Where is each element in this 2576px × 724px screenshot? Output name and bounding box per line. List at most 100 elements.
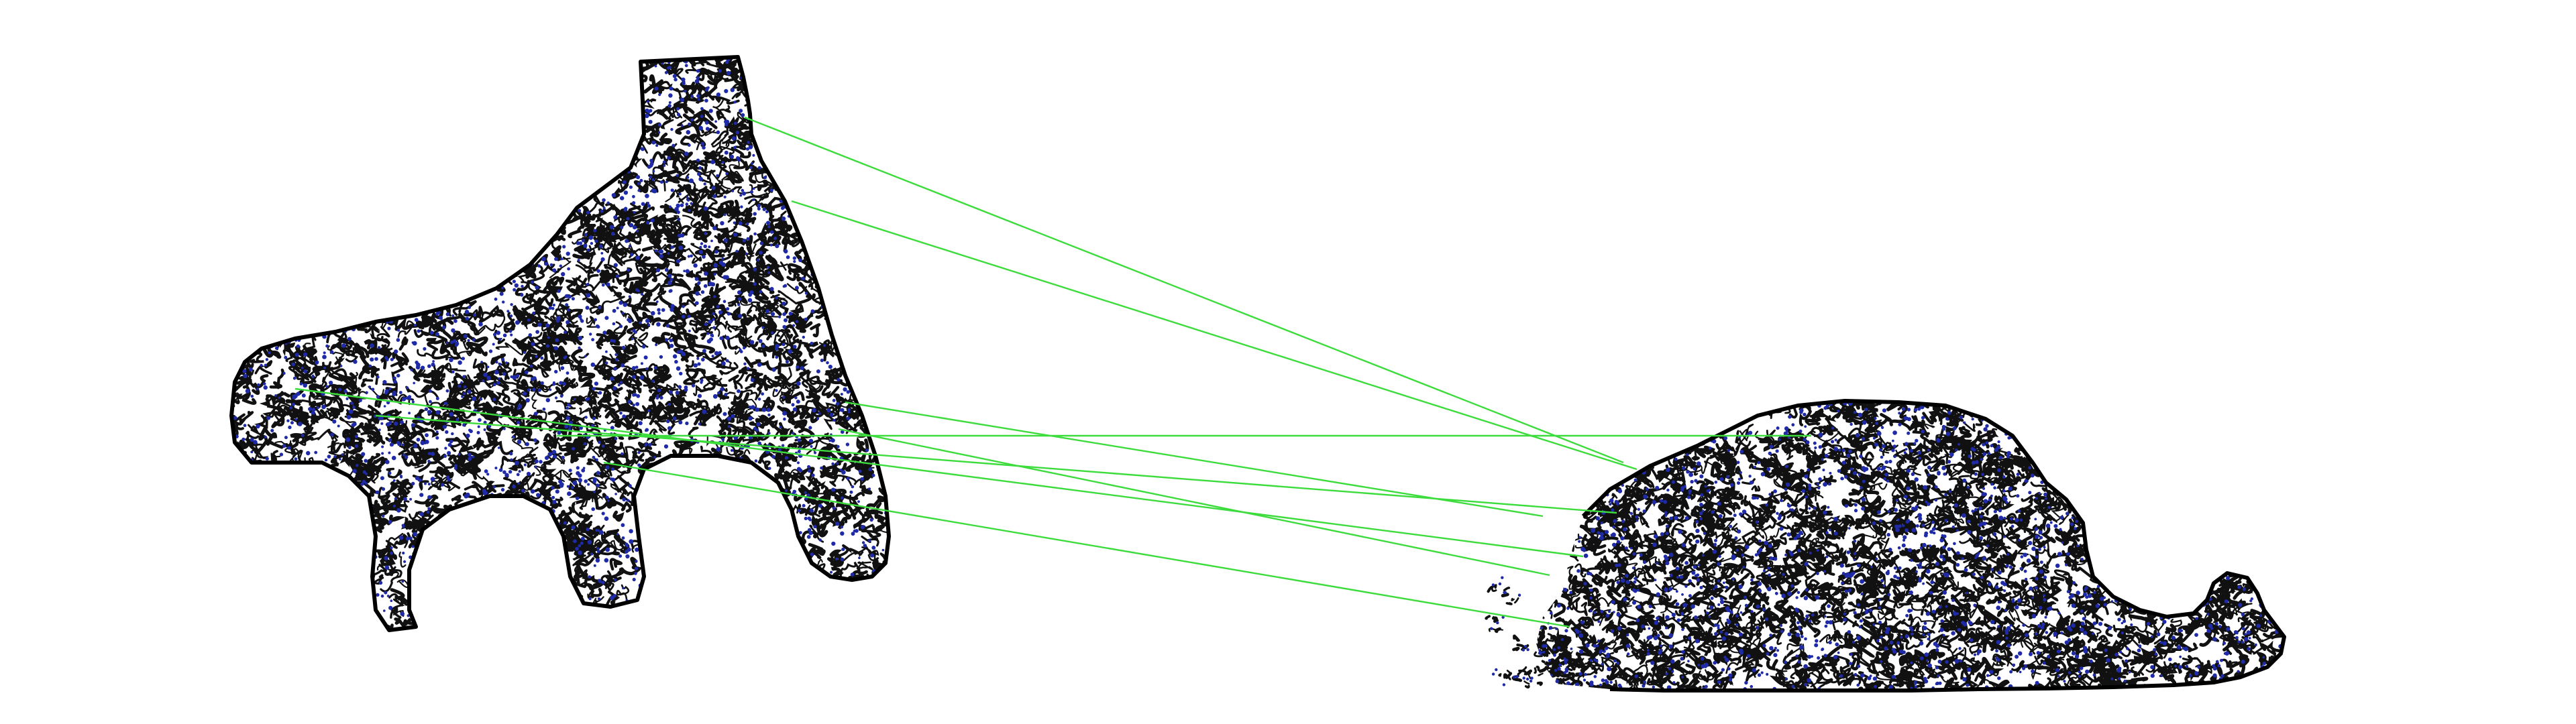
keypoint-dot [1748, 475, 1752, 478]
texture-stroke [1814, 672, 1833, 690]
texture-stroke [2007, 526, 2023, 536]
keypoint-dot [733, 435, 738, 440]
keypoint-dot [1550, 674, 1553, 677]
keypoint-dot [1672, 681, 1676, 684]
texture-stroke [627, 229, 641, 245]
keypoint-dot [291, 362, 295, 367]
keypoint-dot [358, 398, 362, 402]
keypoint-dot [403, 560, 407, 563]
keypoint-dot [566, 485, 570, 488]
keypoint-dot [389, 442, 394, 447]
keypoint-dot [1876, 431, 1882, 436]
keypoint-dot [380, 422, 384, 425]
texture-stroke [2046, 657, 2067, 674]
keypoint-dot [2043, 492, 2047, 497]
texture-stroke [1988, 668, 2004, 677]
texture-stroke [1972, 656, 1999, 674]
texture-stroke [722, 310, 738, 319]
keypoint-dot [1914, 682, 1917, 685]
keypoint-dot [341, 343, 346, 348]
texture-stroke [674, 149, 693, 162]
keypoint-dot [704, 322, 708, 326]
texture-stroke [747, 198, 773, 215]
texture-stroke [347, 441, 362, 456]
keypoint-dot [2024, 479, 2028, 483]
keypoint-dot [737, 290, 742, 295]
texture-stroke [360, 378, 374, 387]
texture-stroke [615, 446, 638, 460]
texture-stroke [1932, 408, 1947, 418]
texture-stroke [1652, 560, 1667, 575]
texture-stroke [539, 347, 555, 363]
keypoint-dot [2220, 674, 2224, 678]
keypoint-dot [414, 318, 419, 322]
texture-stroke [1809, 408, 1831, 419]
keypoint-dot [1825, 620, 1829, 625]
keypoint-dot [1925, 659, 1929, 662]
texture-stroke [1678, 606, 1693, 621]
keypoint-dot [840, 531, 845, 536]
texture-stroke [681, 245, 702, 264]
keypoint-dot [417, 478, 421, 482]
texture-stroke [1831, 444, 1843, 458]
texture-stroke [318, 407, 333, 420]
keypoint-dot [327, 455, 331, 459]
keypoint-dot [784, 318, 788, 322]
keypoint-dot [846, 477, 850, 481]
keypoint-dot [733, 233, 738, 237]
keypoint-dot [476, 430, 480, 434]
keypoint-dot [411, 545, 415, 548]
keypoint-dot [792, 407, 798, 412]
keypoint-dot [735, 130, 739, 135]
texture-stroke [583, 260, 603, 272]
keypoint-dot [1981, 492, 1986, 497]
texture-stroke [2259, 640, 2282, 653]
texture-stroke [741, 313, 755, 326]
texture-stroke [1663, 475, 1678, 485]
keypoint-dot [441, 483, 445, 487]
keypoint-dot [771, 455, 775, 459]
keypoint-dot [257, 383, 260, 387]
keypoint-dot [547, 452, 552, 457]
texture-stroke [558, 442, 580, 457]
texture-stroke [735, 139, 753, 149]
keypoint-dot [356, 464, 359, 467]
keypoint-dot [410, 368, 413, 371]
keypoint-dot [564, 330, 567, 334]
keypoint-dot [282, 371, 286, 375]
texture-stroke [627, 210, 633, 228]
texture-stroke [1621, 505, 1631, 518]
keypoint-dot [2254, 643, 2257, 646]
texture-stroke [392, 479, 406, 491]
texture-stroke [1821, 440, 1839, 455]
texture-stroke [2047, 637, 2059, 647]
keypoint-dot [533, 412, 538, 416]
keypoint-dot [584, 233, 588, 237]
texture-stroke [1606, 590, 1627, 607]
texture-stroke [353, 465, 368, 485]
texture-stroke [372, 365, 380, 385]
keypoint-dot [596, 325, 600, 329]
keypoint-dot [1699, 474, 1704, 479]
keypoint-dot [1774, 646, 1777, 650]
texture-stroke [2019, 507, 2034, 524]
texture-stroke [414, 494, 439, 505]
texture-stroke [680, 345, 695, 360]
texture-stroke [468, 345, 488, 357]
keypoint-dot [840, 496, 844, 500]
texture-stroke [566, 322, 579, 328]
keypoint-dot [2008, 565, 2012, 569]
texture-stroke [2020, 638, 2045, 653]
keypoint-dot [1723, 656, 1727, 659]
texture-stroke [781, 391, 805, 404]
keypoint-dot [690, 95, 694, 98]
texture-stroke [474, 306, 494, 320]
texture-stroke [1820, 595, 1840, 612]
texture-stroke [1628, 567, 1649, 585]
keypoint-dot [560, 366, 565, 370]
keypoint-dot [1953, 542, 1956, 546]
texture-stroke [653, 364, 667, 376]
keypoint-dot [447, 442, 452, 447]
keypoint-dot [1809, 619, 1812, 623]
texture-stroke [1930, 649, 1945, 660]
